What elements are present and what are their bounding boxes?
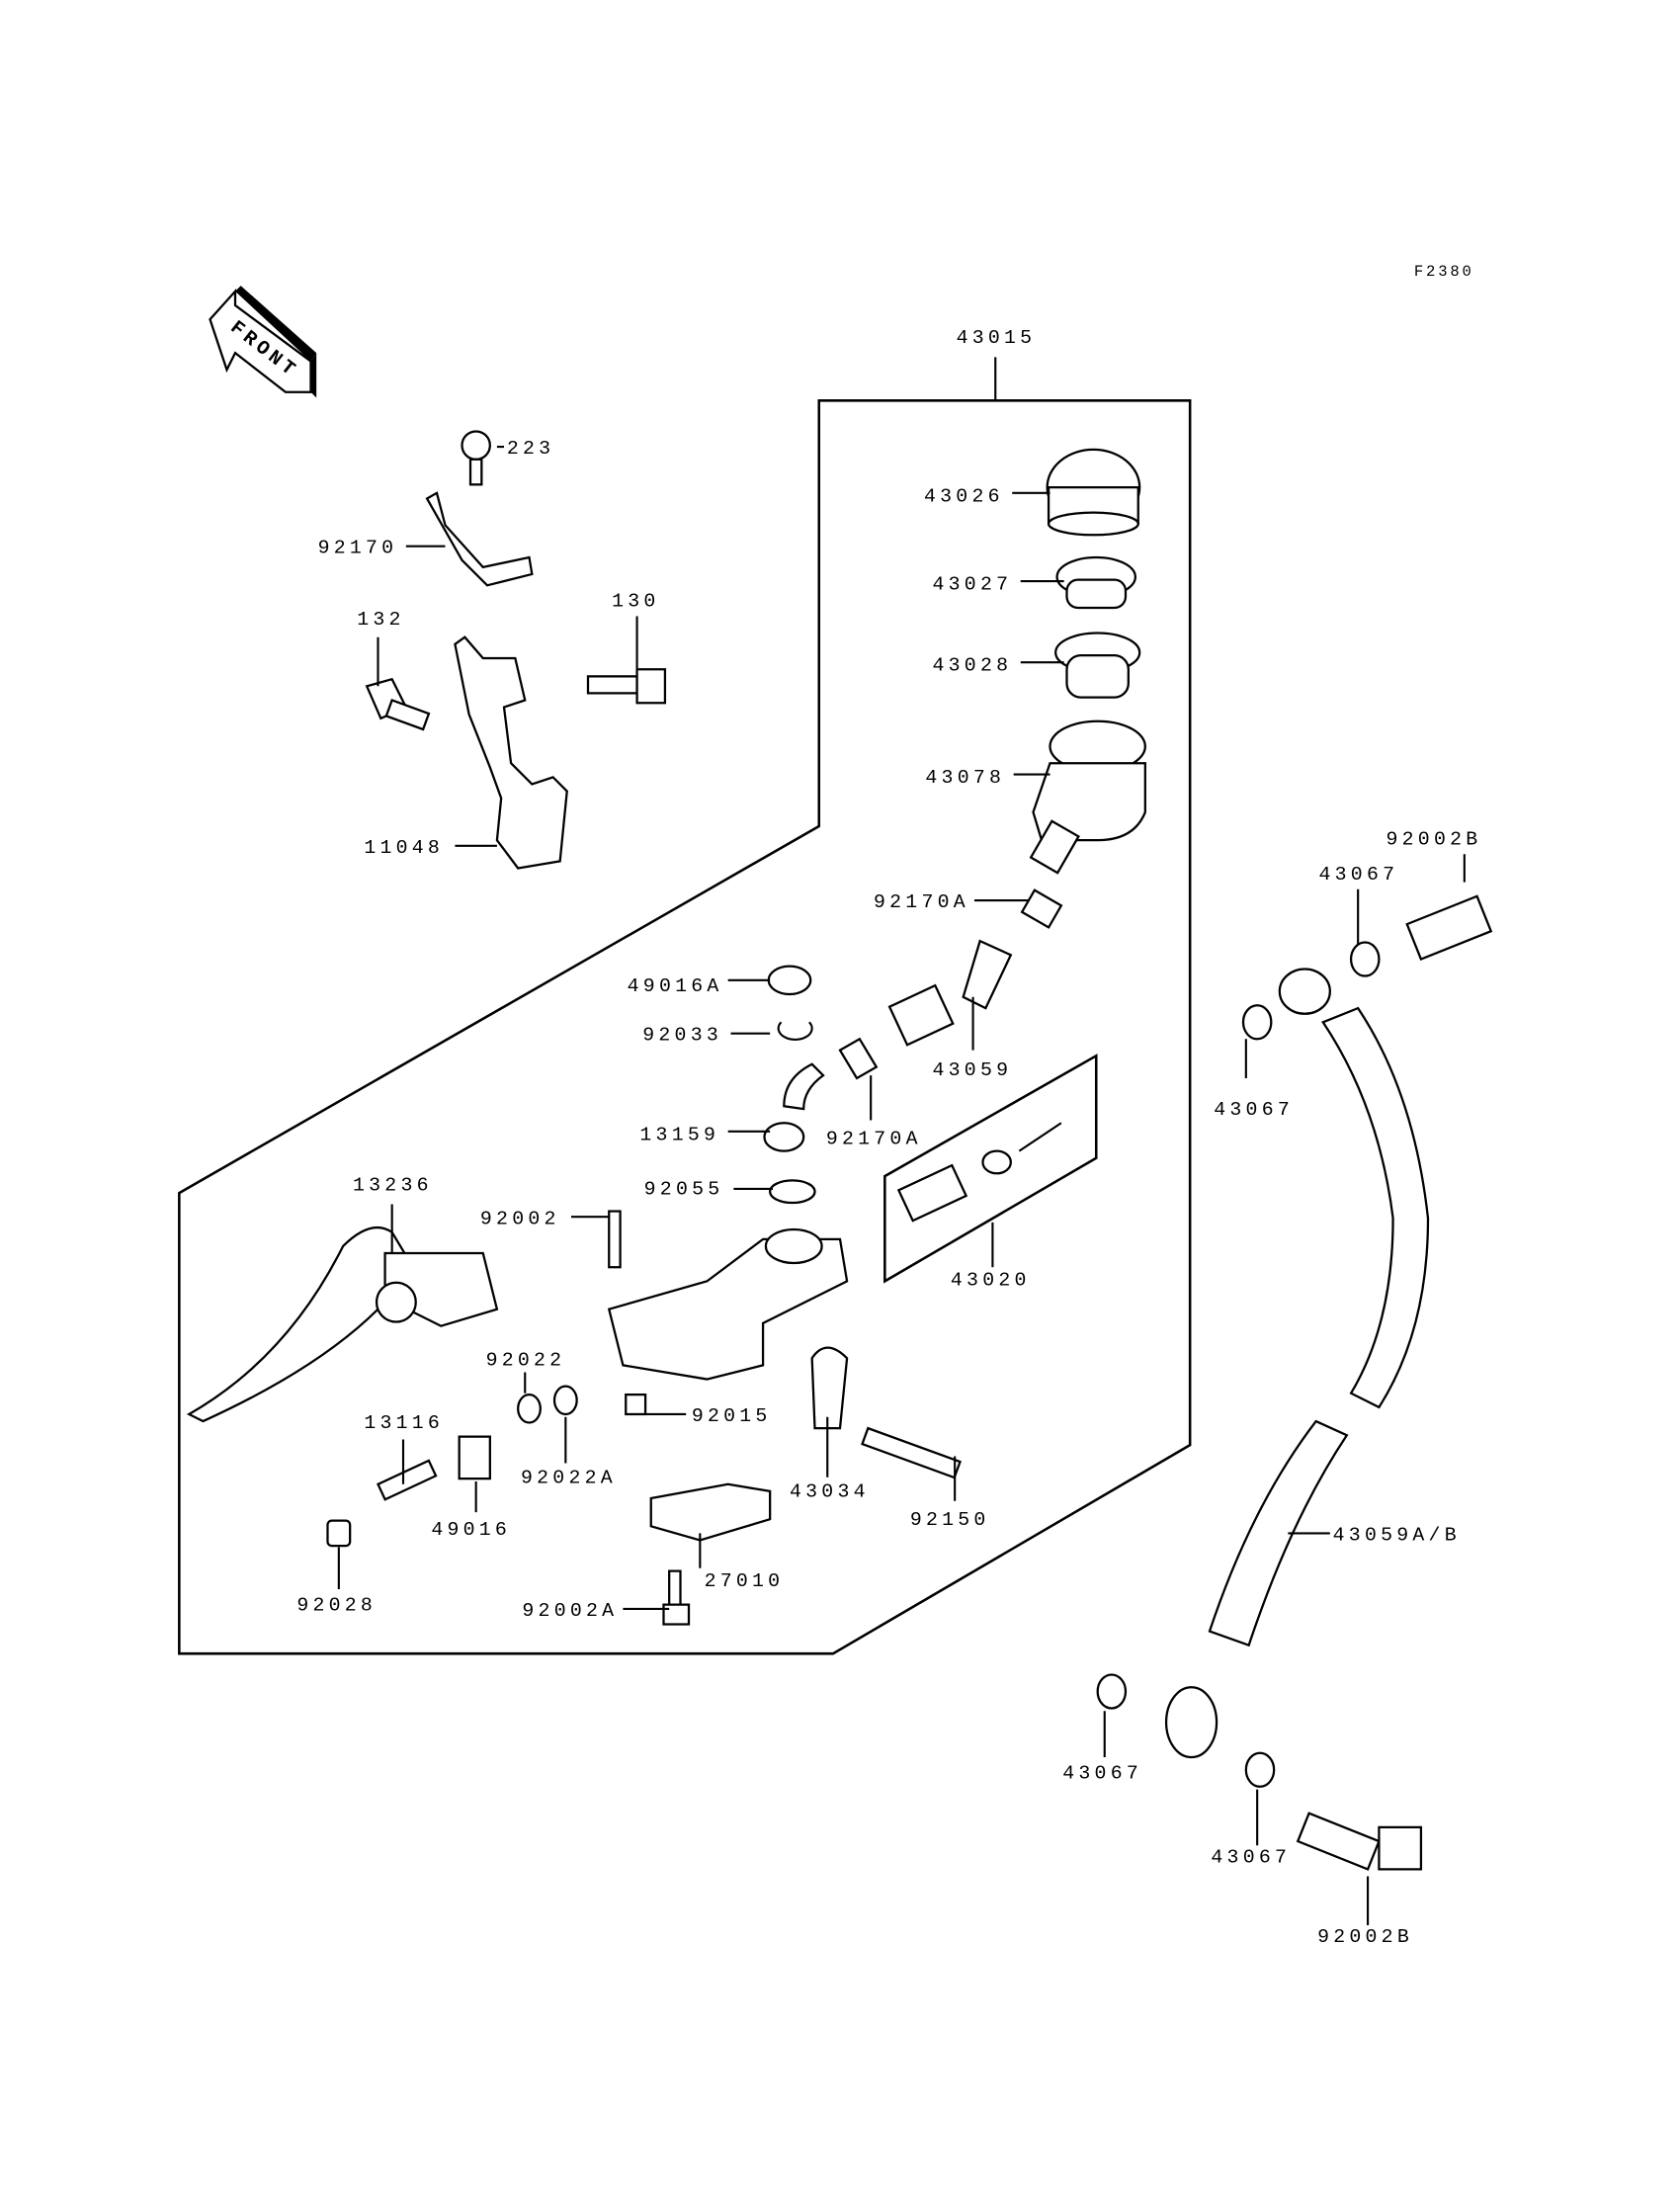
part-label: 13116 <box>364 1411 444 1434</box>
part-label: 43028 <box>933 654 1013 677</box>
part-label: 92150 <box>910 1508 990 1531</box>
part-label: 132 <box>357 608 404 631</box>
part-label: 43059A/B <box>1333 1523 1461 1546</box>
part-label: 92022 <box>486 1348 566 1371</box>
assembly-label: 43015 <box>957 326 1037 349</box>
part-label: 92002B <box>1317 1925 1413 1948</box>
part-label: 92028 <box>296 1593 377 1616</box>
part-label: 13236 <box>353 1173 433 1196</box>
part-label: 92170A <box>874 890 969 913</box>
parts <box>186 430 1493 1871</box>
part-label: 92022A <box>521 1466 617 1488</box>
part-label: 92002B <box>1386 827 1482 850</box>
part-label: 43034 <box>790 1480 870 1503</box>
part-label: 130 <box>612 590 659 613</box>
part-label: 43067 <box>1319 863 1399 886</box>
part-label: 92015 <box>692 1404 772 1427</box>
part-label: 92055 <box>644 1178 724 1201</box>
part-label: 92170 <box>318 537 398 559</box>
part-label: 11048 <box>364 836 444 859</box>
part-label: 92002A <box>522 1599 618 1622</box>
part-label: 223 <box>507 437 554 460</box>
part-label: 92170A <box>826 1128 922 1150</box>
part-label: 92002 <box>480 1207 560 1229</box>
subkit-frame <box>883 1054 1098 1284</box>
part-label: 43067 <box>1062 1761 1142 1784</box>
subkit-label: 43020 <box>951 1269 1031 1292</box>
part-label: 49016A <box>628 974 723 997</box>
part-label: 49016 <box>431 1518 511 1541</box>
front-arrow-icon: FRONT <box>209 286 317 398</box>
part-label: 43026 <box>924 484 1004 507</box>
assembly-frame <box>178 399 1192 1655</box>
leader-lines <box>337 445 1466 1926</box>
part-label: 13159 <box>639 1123 719 1145</box>
part-labels: 223 92170 132 130 43026 43027 43028 4307… <box>296 437 1482 1948</box>
part-label: 43027 <box>933 573 1013 596</box>
part-label: 92033 <box>642 1024 722 1047</box>
figure-code: F2380 <box>1414 263 1474 281</box>
part-label: 43067 <box>1214 1098 1294 1121</box>
part-label: 43059 <box>933 1058 1013 1081</box>
part-label: 43067 <box>1211 1845 1291 1868</box>
part-label: 43078 <box>925 766 1005 789</box>
part-label: 27010 <box>705 1569 785 1592</box>
